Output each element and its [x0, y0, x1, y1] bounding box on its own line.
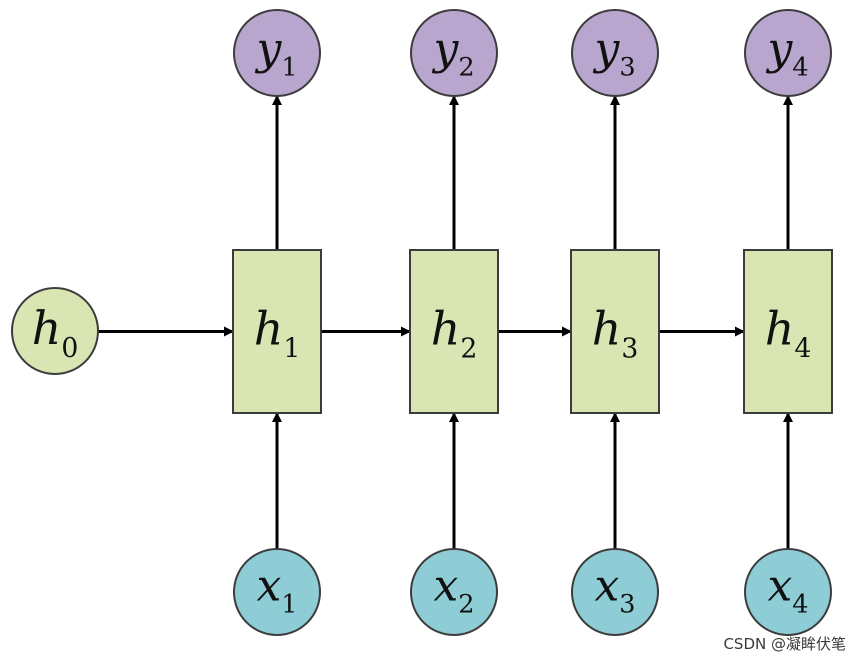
output-label-1: y1: [254, 23, 297, 82]
hidden-label-4-subscript: 4: [794, 333, 811, 364]
input-label-4: x4: [767, 560, 808, 619]
input-label-1-subscript: 1: [281, 590, 297, 620]
output-node-4: [744, 9, 832, 97]
hidden-label-2: h2: [431, 301, 478, 364]
h0-label-subscript: 0: [61, 333, 78, 364]
input-node-1: [233, 548, 321, 636]
hidden-label-3-subscript: 3: [621, 333, 638, 364]
watermark: CSDN @凝眸伏笔: [723, 635, 846, 653]
h0-node: [11, 287, 99, 375]
input-node-4: [744, 548, 832, 636]
hidden-label-2-letter: h: [431, 301, 461, 355]
output-label-2: y2: [431, 23, 474, 82]
input-label-3-letter: x: [594, 560, 619, 611]
output-label-4: y4: [765, 23, 808, 82]
hidden-label-3-letter: h: [592, 301, 622, 355]
hidden-label-1: h1: [254, 301, 301, 364]
output-node-2: [410, 9, 498, 97]
output-label-4-subscript: 4: [792, 53, 808, 83]
output-label-1-letter: y: [254, 23, 282, 74]
output-label-4-letter: y: [765, 23, 793, 74]
hidden-label-3: h3: [592, 301, 639, 364]
input-label-1: x1: [256, 560, 297, 619]
h0-label-letter: h: [32, 301, 62, 355]
hidden-state-4: [743, 249, 833, 414]
hidden-label-1-letter: h: [254, 301, 284, 355]
output-label-2-letter: y: [431, 23, 459, 74]
hidden-label-1-subscript: 1: [283, 333, 300, 364]
hidden-label-4: h4: [765, 301, 812, 364]
input-node-3: [571, 548, 659, 636]
input-label-4-subscript: 4: [792, 590, 808, 620]
hidden-label-2-subscript: 2: [460, 333, 477, 364]
h0-label: h0: [32, 301, 79, 364]
input-label-1-letter: x: [256, 560, 281, 611]
output-label-3: y3: [592, 23, 635, 82]
hidden-label-4-letter: h: [765, 301, 795, 355]
output-label-3-letter: y: [592, 23, 620, 74]
input-label-2-letter: x: [433, 560, 458, 611]
output-label-3-subscript: 3: [619, 53, 635, 83]
edges-layer: [98, 95, 793, 549]
input-label-2-subscript: 2: [458, 590, 474, 620]
input-label-3: x3: [594, 560, 635, 619]
output-label-2-subscript: 2: [458, 53, 474, 83]
hidden-state-2: [409, 249, 499, 414]
hidden-state-3: [570, 249, 660, 414]
output-node-1: [233, 9, 321, 97]
output-node-3: [571, 9, 659, 97]
input-label-4-letter: x: [767, 560, 792, 611]
input-label-2: x2: [433, 560, 474, 619]
input-label-3-subscript: 3: [619, 590, 635, 620]
output-label-1-subscript: 1: [281, 53, 297, 83]
hidden-state-1: [232, 249, 322, 414]
input-node-2: [410, 548, 498, 636]
